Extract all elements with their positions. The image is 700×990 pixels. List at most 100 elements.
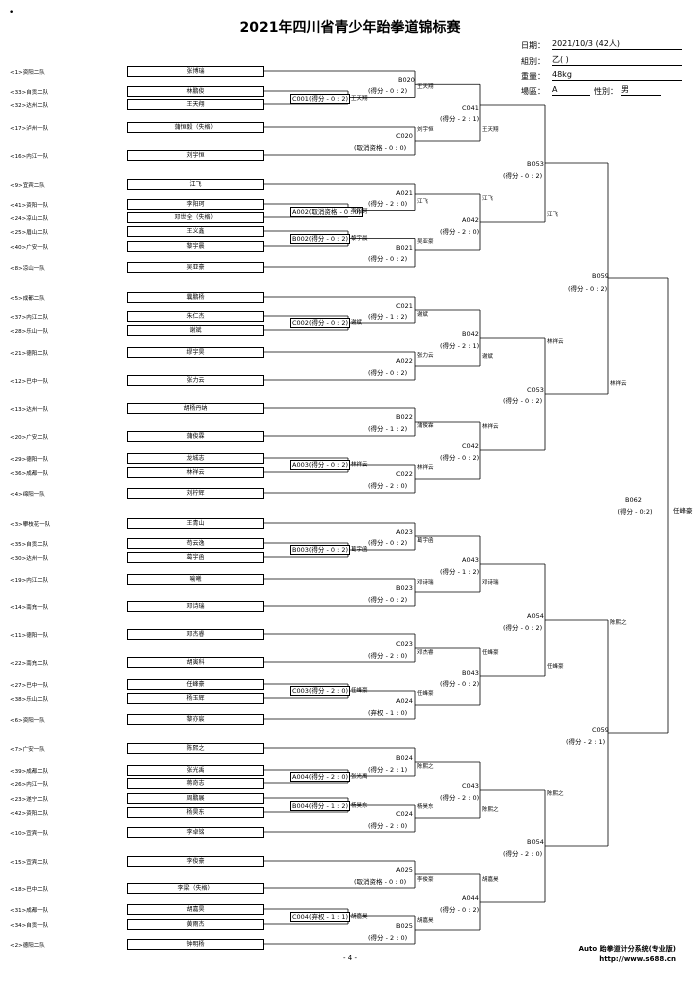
match-winner: 胡嘉昊 xyxy=(351,914,368,920)
seed-label: <6>资阳一队 xyxy=(10,718,45,724)
player-name-box: 李卓铭 xyxy=(127,827,264,838)
match-code: A025 xyxy=(396,866,413,874)
seed-label: <39>成都二队 xyxy=(10,769,49,775)
player-name-box: 蒋奇志 xyxy=(127,778,264,789)
seed-label: <7>广安一队 xyxy=(10,747,45,753)
match-code: B042 xyxy=(462,330,479,338)
match-winner: 林祥云 xyxy=(547,339,564,345)
match-winner: 李阳珂 xyxy=(351,209,368,215)
match-code: C001 xyxy=(292,95,309,103)
prelim-match-box: A004(得分 - 2 : 0) xyxy=(290,772,351,782)
match-winner: 张光禹 xyxy=(351,774,368,780)
match-code: C041 xyxy=(462,104,479,112)
player-name-box: 任峰豪 xyxy=(127,679,264,690)
match-score: (得分 - 1 : 2) xyxy=(440,568,480,576)
weight-value: 48kg xyxy=(552,70,682,81)
player-name-box: 黎宇晨 xyxy=(127,241,264,252)
player-name-box: 江飞 xyxy=(127,179,264,190)
seed-label: <3>攀枝花一队 xyxy=(10,522,51,528)
seed-label: <36>成都一队 xyxy=(10,471,49,477)
match-code: C002 xyxy=(292,319,309,327)
player-name-box: 胡杨丹纳 xyxy=(127,403,264,414)
player-name-box: 王青山 xyxy=(127,518,264,529)
player-name-box: 周鹏展 xyxy=(127,793,264,804)
player-name-box: 喻曦 xyxy=(127,574,264,585)
match-code: C023 xyxy=(396,640,413,648)
date-label: 日期： xyxy=(521,41,545,50)
match-code: B024 xyxy=(396,754,413,762)
match-score: (取消资格 - 0 : 0) xyxy=(354,144,407,152)
footer-brand: Auto 跆拳道计分系统(专业版) xyxy=(578,945,676,953)
prelim-match-box: B004(得分 - 1 : 2) xyxy=(290,801,351,811)
player-name-box: 胡寅科 xyxy=(127,657,264,668)
player-name-box: 张力云 xyxy=(127,375,264,386)
seed-label: <16>内江一队 xyxy=(10,154,49,160)
court-label: 場區： xyxy=(521,87,545,96)
match-code: C042 xyxy=(462,442,479,450)
match-winner: 杨昊东 xyxy=(417,804,434,810)
match-winner: 江飞 xyxy=(417,199,429,205)
match-winner: 林祥云 xyxy=(417,465,434,471)
seed-label: <34>自贡一队 xyxy=(10,923,49,929)
match-score: (得分 - 2 : 0) xyxy=(368,822,408,830)
seed-label: <20>广安二队 xyxy=(10,435,49,441)
match-score: (得分 - 2 : 1) xyxy=(368,766,408,774)
match-code: A003 xyxy=(292,461,309,469)
seed-label: <9>宜宾二队 xyxy=(10,183,45,189)
match-score: (得分 - 2 : 0) xyxy=(308,687,349,695)
match-score: (得分 - 1 : 2) xyxy=(368,313,408,321)
seed-label: <23>遂宁二队 xyxy=(10,797,49,803)
match-score: (得分 - 2 : 0) xyxy=(368,200,408,208)
match-winner: 葛宇函 xyxy=(351,547,368,553)
match-score: (得分 - 0 : 2) xyxy=(368,369,408,377)
prelim-match-box: C004(弃权 - 1 : 1) xyxy=(290,912,351,922)
seed-label: <25>眉山二队 xyxy=(10,230,49,236)
prelim-match-box: A002(取消资格 - 0 : 0) xyxy=(290,207,364,217)
gender-label: 性別： xyxy=(594,87,618,96)
match-winner: 陈熙之 xyxy=(547,791,564,797)
seed-label: <29>德阳一队 xyxy=(10,457,49,463)
match-score: (得分 - 2 : 0) xyxy=(368,652,408,660)
corner-mark: • xyxy=(9,8,15,18)
seed-label: <22>南充二队 xyxy=(10,661,49,667)
seed-label: <14>南充一队 xyxy=(10,605,49,611)
match-score: (得分 - 2 : 1) xyxy=(440,342,480,350)
player-name-box: 林祥云 xyxy=(127,467,264,478)
player-name-box: 邓世全（失格） xyxy=(127,212,264,223)
match-winner: 张力云 xyxy=(417,353,434,359)
match-score: (得分 - 2 : 0) xyxy=(308,773,349,781)
match-score: (弃权 - 1 : 1) xyxy=(308,913,349,921)
match-score: (得分 - 0 : 2) xyxy=(440,906,480,914)
match-score: (得分 - 2 : 0) xyxy=(503,850,543,858)
seed-label: <41>资阳一队 xyxy=(10,203,49,209)
match-code: A021 xyxy=(396,189,413,197)
match-code: A022 xyxy=(396,357,413,365)
match-score: (得分 - 0 : 2) xyxy=(568,285,608,293)
match-winner: 陈熙之 xyxy=(610,620,627,626)
seed-label: <11>德阳一队 xyxy=(10,633,49,639)
seed-label: <38>乐山二队 xyxy=(10,697,49,703)
match-score: (得分 - 2 : 0) xyxy=(440,794,480,802)
weight-label: 重量： xyxy=(521,72,545,81)
match-winner: 任峰豪 xyxy=(482,650,499,656)
player-name-box: 曩鹏杨 xyxy=(127,292,264,303)
seed-label: <21>德阳二队 xyxy=(10,351,49,357)
player-name-box: 张博瑞 xyxy=(127,66,264,77)
match-winner: 任峰豪 xyxy=(547,664,564,670)
match-code: A002 xyxy=(292,208,309,216)
match-winner: 吴亚豪 xyxy=(417,239,434,245)
player-name-box: 陈熙之 xyxy=(127,743,264,754)
seed-label: <17>泸州一队 xyxy=(10,126,49,132)
champion-name: 任峰豪 xyxy=(673,507,693,515)
match-score: (得分 - 2 : 0) xyxy=(368,482,408,490)
match-score: (弃权 - 1 : 0) xyxy=(368,709,408,717)
match-winner: 江飞 xyxy=(547,212,559,218)
player-name-box: 邓杰睿 xyxy=(127,629,264,640)
gender-value: 男 xyxy=(621,85,661,96)
player-name-box: 李阳珂 xyxy=(127,199,264,210)
match-code: C021 xyxy=(396,302,413,310)
match-code: C003 xyxy=(292,687,309,695)
prelim-match-box: B002(得分 - 0 : 2) xyxy=(290,234,351,244)
player-name-box: 蒲俊霖 xyxy=(127,431,264,442)
match-score: (得分 - 0 : 2) xyxy=(368,596,408,604)
